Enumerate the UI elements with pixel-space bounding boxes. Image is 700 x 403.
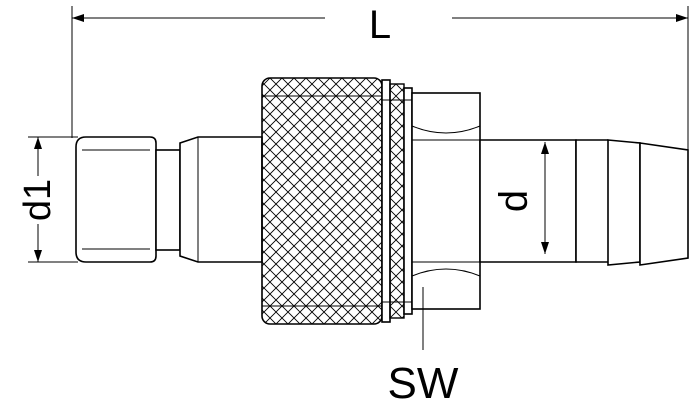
hose-diameter-label: d xyxy=(492,190,536,212)
plug-nose xyxy=(75,136,263,263)
hose-tail xyxy=(479,139,689,266)
hose-diameter-dimension: d xyxy=(492,142,549,254)
length-label: L xyxy=(369,3,391,47)
plug-diameter-dimension: d1 xyxy=(17,136,78,263)
hex-body xyxy=(411,92,481,310)
wrench-size-callout: SW xyxy=(388,287,459,403)
length-dimension: L xyxy=(71,3,689,150)
locking-ring xyxy=(381,79,413,323)
wrench-size-label: SW xyxy=(388,359,459,403)
plug-diameter-label: d1 xyxy=(17,179,59,221)
knurled-sleeve xyxy=(261,77,383,325)
